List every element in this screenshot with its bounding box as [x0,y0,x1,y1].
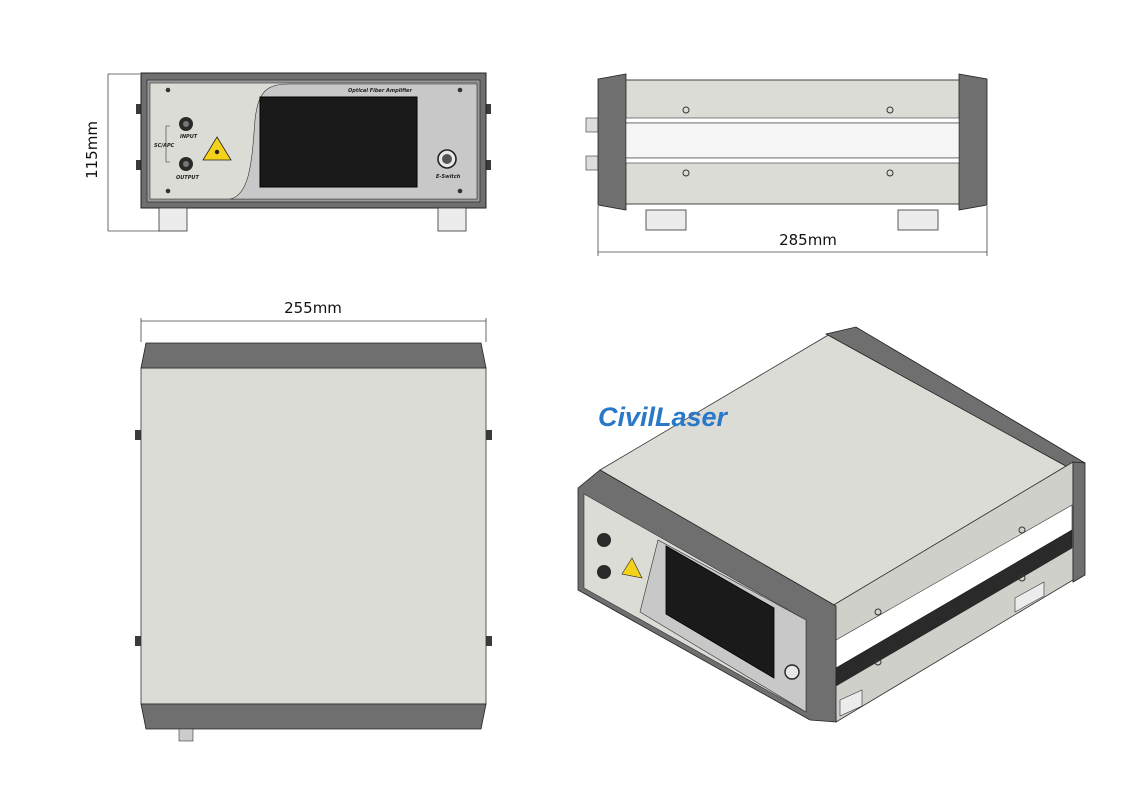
isometric-view [577,326,1086,723]
knob-label: E-Switch [436,174,461,180]
panel-title: Optical Fiber Amplifier [348,88,412,94]
height-dimension-label: 115mm [83,121,101,179]
output-connector [179,157,193,171]
front-display-screen [259,96,418,188]
input-port-label: INPUT [180,134,198,140]
iso-display-screen [665,545,775,679]
key-switch-knob [437,149,457,169]
watermark-logo: CivilLaser [598,402,729,432]
side-view: 285mm [585,73,988,256]
iso-laser-warning-icon [621,557,643,579]
width-dimension-label: 255mm [284,299,342,317]
length-dimension-label: 285mm [779,231,837,249]
output-port-label: OUTPUT [176,175,199,181]
connector-group-label: SC/APC [154,143,175,149]
laser-warning-icon [202,136,232,161]
top-view: 255mm [135,299,492,742]
front-view: 115mm Optical Fiber Amplifier INPUT OUTP… [83,72,491,232]
input-connector [179,117,193,131]
